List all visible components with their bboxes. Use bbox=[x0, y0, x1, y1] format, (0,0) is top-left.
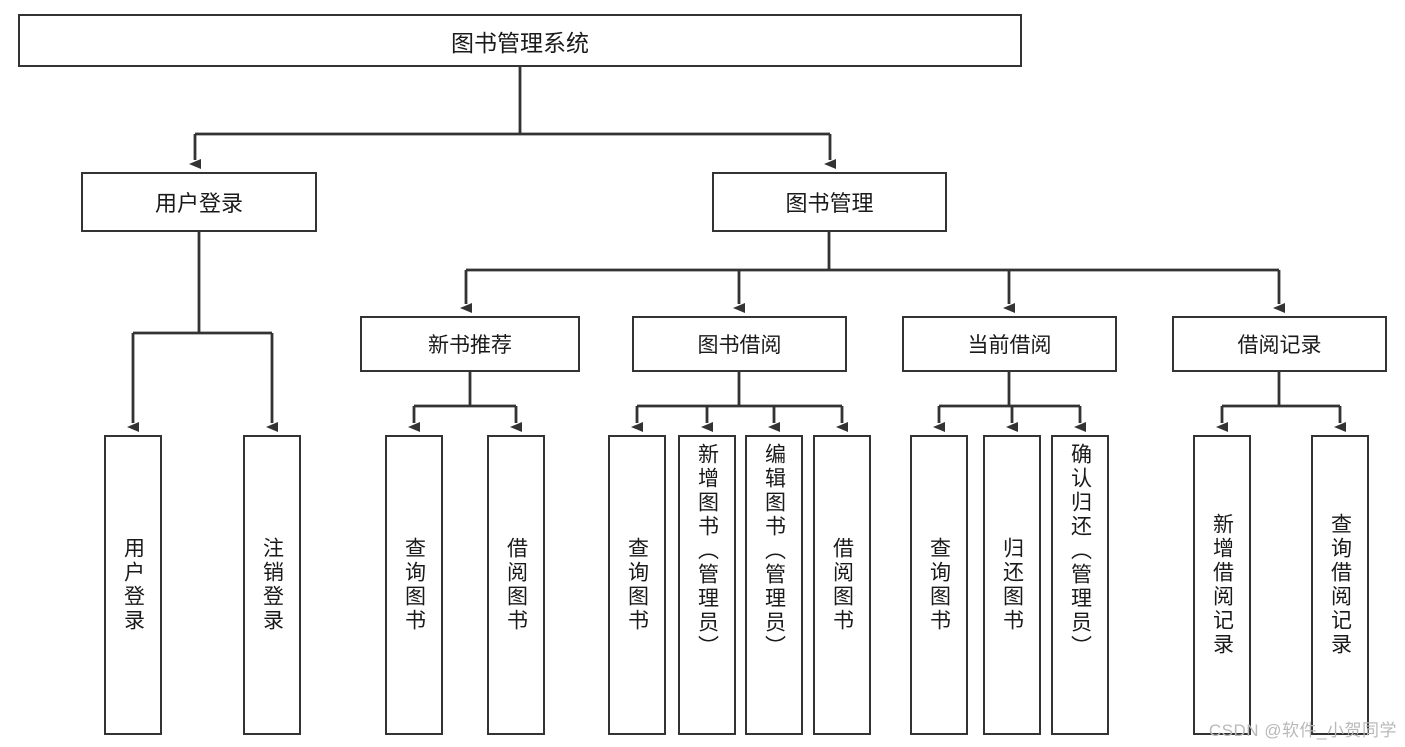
node-leaf-query-book-bor[interactable]: 查询图书 bbox=[608, 435, 666, 735]
node-leaf-return-book[interactable]: 归还图书 bbox=[983, 435, 1041, 735]
node-current-borrow[interactable]: 当前借阅 bbox=[902, 316, 1117, 372]
node-leaf-add-book-admin-label: 新增图书（管理员） bbox=[695, 443, 719, 659]
node-leaf-query-book-rec[interactable]: 查询图书 bbox=[385, 435, 443, 735]
node-leaf-borrow-book-rec[interactable]: 借阅图书 bbox=[487, 435, 545, 735]
node-leaf-user-login-label: 用户登录 bbox=[121, 537, 145, 633]
node-leaf-add-book-admin[interactable]: 新增图书（管理员） bbox=[678, 435, 736, 735]
node-leaf-borrow-book-rec-label: 借阅图书 bbox=[504, 537, 528, 633]
node-leaf-confirm-return-admin-label: 确认归还（管理员） bbox=[1068, 443, 1092, 659]
node-leaf-borrow-book-bor[interactable]: 借阅图书 bbox=[813, 435, 871, 735]
node-root[interactable]: 图书管理系统 bbox=[18, 14, 1022, 67]
node-leaf-query-book-cur-label: 查询图书 bbox=[927, 537, 951, 633]
node-book-manage[interactable]: 图书管理 bbox=[712, 172, 947, 232]
node-leaf-edit-book-admin-label: 编辑图书（管理员） bbox=[762, 443, 786, 659]
node-leaf-user-logout-label: 注销登录 bbox=[260, 537, 284, 633]
node-new-book-rec-label: 新书推荐 bbox=[428, 334, 512, 357]
node-root-label: 图书管理系统 bbox=[451, 29, 589, 56]
node-leaf-borrow-book-bor-label: 借阅图书 bbox=[830, 537, 854, 633]
node-new-book-rec[interactable]: 新书推荐 bbox=[360, 316, 580, 372]
node-leaf-edit-book-admin[interactable]: 编辑图书（管理员） bbox=[745, 435, 803, 735]
node-leaf-query-book-cur[interactable]: 查询图书 bbox=[910, 435, 968, 735]
node-leaf-confirm-return-admin[interactable]: 确认归还（管理员） bbox=[1051, 435, 1109, 735]
node-leaf-return-book-label: 归还图书 bbox=[1000, 537, 1024, 633]
node-leaf-add-borrow-record-label: 新增借阅记录 bbox=[1210, 513, 1234, 657]
node-borrow-record[interactable]: 借阅记录 bbox=[1172, 316, 1387, 372]
node-book-borrow-label: 图书借阅 bbox=[697, 334, 782, 357]
node-leaf-query-book-rec-label: 查询图书 bbox=[402, 537, 426, 633]
node-leaf-query-borrow-record[interactable]: 查询借阅记录 bbox=[1311, 435, 1369, 735]
node-user-login-label: 用户登录 bbox=[154, 191, 243, 216]
node-leaf-query-borrow-record-label: 查询借阅记录 bbox=[1328, 513, 1352, 657]
node-book-manage-label: 图书管理 bbox=[785, 191, 874, 216]
node-user-login[interactable]: 用户登录 bbox=[81, 172, 317, 232]
node-leaf-user-logout[interactable]: 注销登录 bbox=[243, 435, 301, 735]
node-leaf-user-login[interactable]: 用户登录 bbox=[104, 435, 162, 735]
node-current-borrow-label: 当前借阅 bbox=[967, 334, 1052, 357]
node-leaf-query-book-bor-label: 查询图书 bbox=[625, 537, 649, 633]
node-borrow-record-label: 借阅记录 bbox=[1237, 334, 1322, 357]
node-leaf-add-borrow-record[interactable]: 新增借阅记录 bbox=[1193, 435, 1251, 735]
node-book-borrow[interactable]: 图书借阅 bbox=[632, 316, 847, 372]
watermark: CSDN @软件_小贺同学 bbox=[1208, 721, 1397, 740]
